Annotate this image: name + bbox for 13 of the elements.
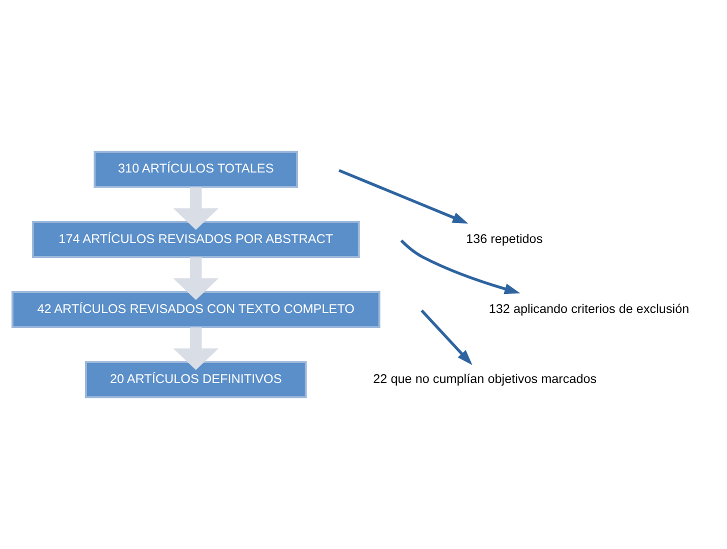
arrow [173, 187, 219, 230]
node-box: 42 ARTÍCULOS REVISADOS CON TEXTO COMPLETO [11, 291, 380, 328]
node-box: 20 ARTÍCULOS DEFINITIVOS [84, 361, 307, 398]
node-text: 136 repetidos [466, 232, 543, 246]
node-text: 132 aplicando criterios de exclusión [488, 302, 690, 316]
node-box: 174 ARTÍCULOS REVISADOS POR ABSTRACT [32, 220, 360, 258]
arrow [173, 257, 219, 300]
arrow [400, 240, 520, 294]
arrow [338, 169, 468, 224]
arrow [173, 327, 219, 370]
node-text: 22 que no cumplían objetivos marcados [373, 372, 597, 386]
arrow [420, 310, 472, 366]
node-box: 310 ARTÍCULOS TOTALES [94, 150, 298, 188]
